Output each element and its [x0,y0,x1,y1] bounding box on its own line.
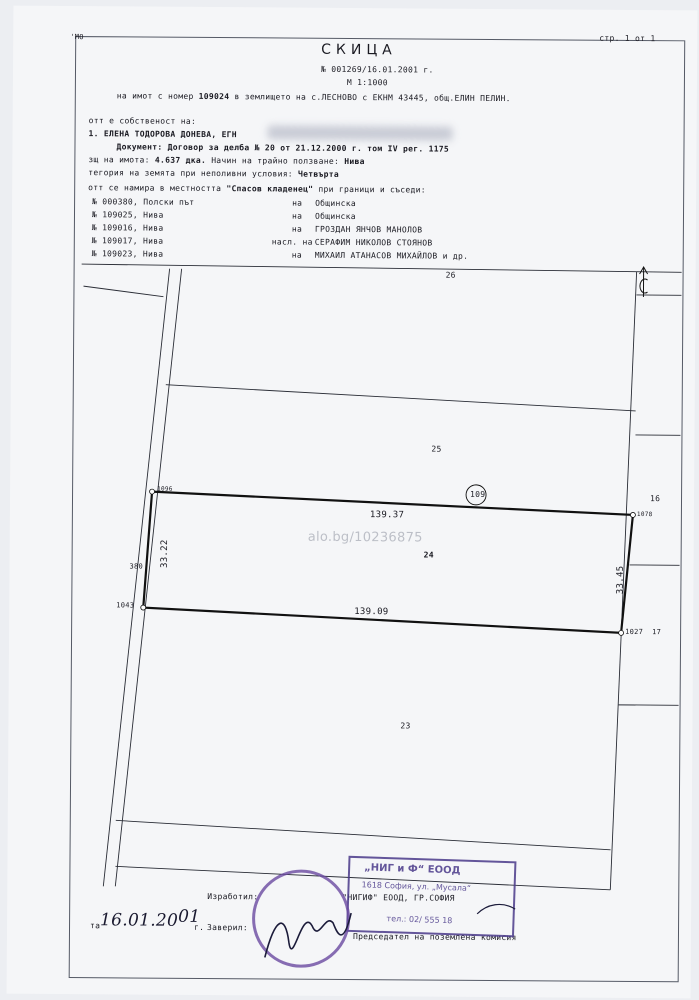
road-boundary [102,268,171,887]
road-boundary [114,268,183,887]
parcel-boundary [165,384,636,412]
document-sheet: 'МО стр. 1 от 1 СКИЦА № 001269/16.01.200… [6,5,698,999]
property-number-circle [465,484,487,506]
point-marker [149,488,155,495]
point-marker [630,512,636,518]
cadastral-plan [81,263,682,891]
parcel-boundary [115,819,611,851]
parcel-boundary [81,263,682,273]
point-marker [140,604,147,611]
parcel-boundary [83,285,164,298]
point-marker [618,629,624,636]
parcel-boundary [115,865,611,891]
parcel-boundary [609,271,638,890]
north-arrow-icon [639,266,649,298]
signature [264,903,516,958]
